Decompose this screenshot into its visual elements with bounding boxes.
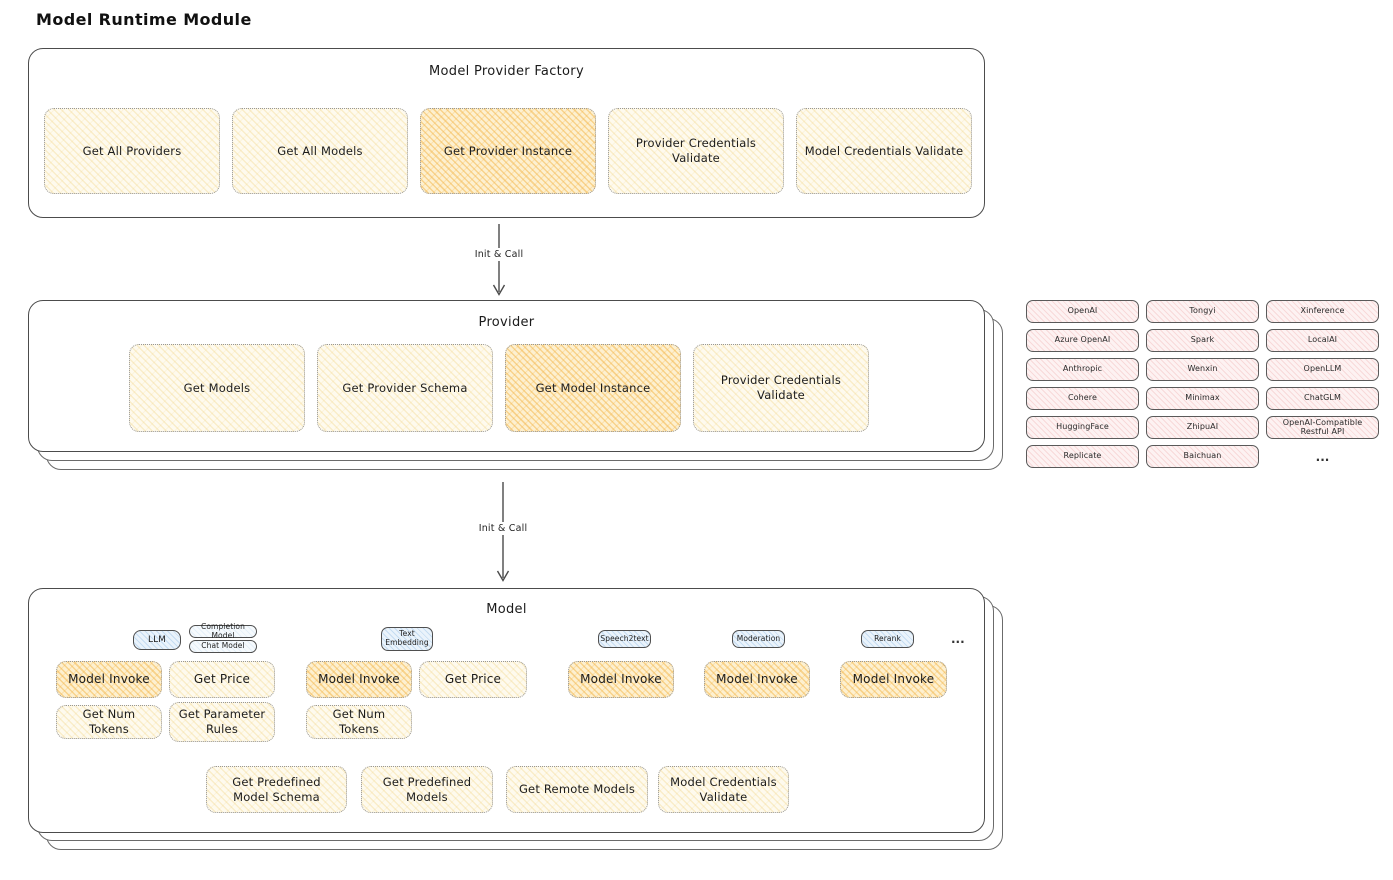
factory-function-row: Get All Providers Get All Models Get Pro… — [44, 108, 972, 194]
provider-chip-minimax: Minimax — [1146, 387, 1259, 410]
provider-list-grid: OpenAI Tongyi Xinference Azure OpenAI Sp… — [1026, 300, 1379, 468]
model-container: Model LLM Completion Model Chat Model Te… — [28, 588, 985, 833]
arrow-provider-to-model: Init & Call — [475, 482, 531, 582]
factory-func-get-all-models: Get All Models — [232, 108, 408, 194]
provider-chip-openllm: OpenLLM — [1266, 358, 1379, 381]
provider-chip-huggingface: HuggingFace — [1026, 416, 1139, 439]
provider-func-get-provider-schema: Get Provider Schema — [317, 344, 493, 432]
factory-func-get-all-providers: Get All Providers — [44, 108, 220, 194]
model-type-tag-completion-model: Completion Model — [189, 622, 257, 639]
model-func-speech2text-model-invoke: Model Invoke — [568, 661, 674, 698]
model-func-moderation-model-invoke: Model Invoke — [704, 661, 810, 698]
arrow-label-init-call-2: Init & Call — [475, 522, 531, 535]
provider-chip-anthropic: Anthropic — [1026, 358, 1139, 381]
arrow-factory-to-provider: Init & Call — [471, 224, 527, 296]
factory-func-get-provider-instance: Get Provider Instance — [420, 108, 596, 194]
arrow-label-init-call-1: Init & Call — [471, 248, 527, 261]
provider-chip-azure-openai: Azure OpenAI — [1026, 329, 1139, 352]
model-type-tag-rerank: Rerank — [861, 630, 914, 648]
model-type-tag-speech2text: Speech2text — [598, 630, 651, 648]
provider-func-get-models: Get Models — [129, 344, 305, 432]
provider-chip-chatglm: ChatGLM — [1266, 387, 1379, 410]
model-type-more-ellipsis: ... — [951, 632, 965, 646]
provider-chip-xinference: Xinference — [1266, 300, 1379, 323]
model-func-get-predefined-model-schema: Get Predefined Model Schema — [206, 766, 347, 813]
model-provider-factory-container: Model Provider Factory Get All Providers… — [28, 48, 985, 218]
provider-func-get-model-instance: Get Model Instance — [505, 344, 681, 432]
model-type-tag-llm: LLM — [133, 630, 181, 650]
provider-list-more-ellipsis: ... — [1315, 449, 1330, 464]
model-type-tag-text-embedding: Text Embedding — [381, 627, 433, 651]
provider-chip-tongyi: Tongyi — [1146, 300, 1259, 323]
model-func-llm-get-price: Get Price — [169, 661, 275, 698]
provider-chip-localai: LocalAI — [1266, 329, 1379, 352]
model-func-get-remote-models: Get Remote Models — [506, 766, 648, 813]
provider-chip-openai-compatible-restful-api: OpenAI-Compatible Restful API — [1266, 416, 1379, 439]
model-type-tag-moderation: Moderation — [732, 630, 785, 648]
model-func-model-credentials-validate: Model Credentials Validate — [658, 766, 789, 813]
provider-chip-replicate: Replicate — [1026, 445, 1139, 468]
model-func-text-embedding-get-num-tokens: Get Num Tokens — [306, 705, 412, 739]
provider-chip-baichuan: Baichuan — [1146, 445, 1259, 468]
provider-func-provider-credentials-validate: Provider Credentials Validate — [693, 344, 869, 432]
model-func-text-embedding-get-price: Get Price — [419, 661, 527, 698]
provider-chip-cohere: Cohere — [1026, 387, 1139, 410]
model-func-llm-get-num-tokens: Get Num Tokens — [56, 705, 162, 739]
diagram-title: Model Runtime Module — [36, 10, 252, 29]
factory-func-provider-credentials-validate: Provider Credentials Validate — [608, 108, 784, 194]
model-func-llm-get-parameter-rules: Get Parameter Rules — [169, 702, 275, 742]
provider-title: Provider — [478, 315, 535, 330]
factory-func-model-credentials-validate: Model Credentials Validate — [796, 108, 972, 194]
provider-chip-wenxin: Wenxin — [1146, 358, 1259, 381]
model-func-get-predefined-models: Get Predefined Models — [361, 766, 493, 813]
model-func-rerank-model-invoke: Model Invoke — [840, 661, 947, 698]
provider-container: Provider Get Models Get Provider Schema … — [28, 300, 985, 452]
model-func-text-embedding-model-invoke: Model Invoke — [306, 661, 412, 698]
model-type-tag-chat-model: Chat Model — [189, 640, 257, 653]
provider-chip-openai: OpenAI — [1026, 300, 1139, 323]
factory-title: Model Provider Factory — [429, 64, 584, 79]
model-title: Model — [486, 602, 527, 617]
provider-chip-zhipuai: ZhipuAI — [1146, 416, 1259, 439]
provider-chip-spark: Spark — [1146, 329, 1259, 352]
model-func-llm-model-invoke: Model Invoke — [56, 661, 162, 698]
